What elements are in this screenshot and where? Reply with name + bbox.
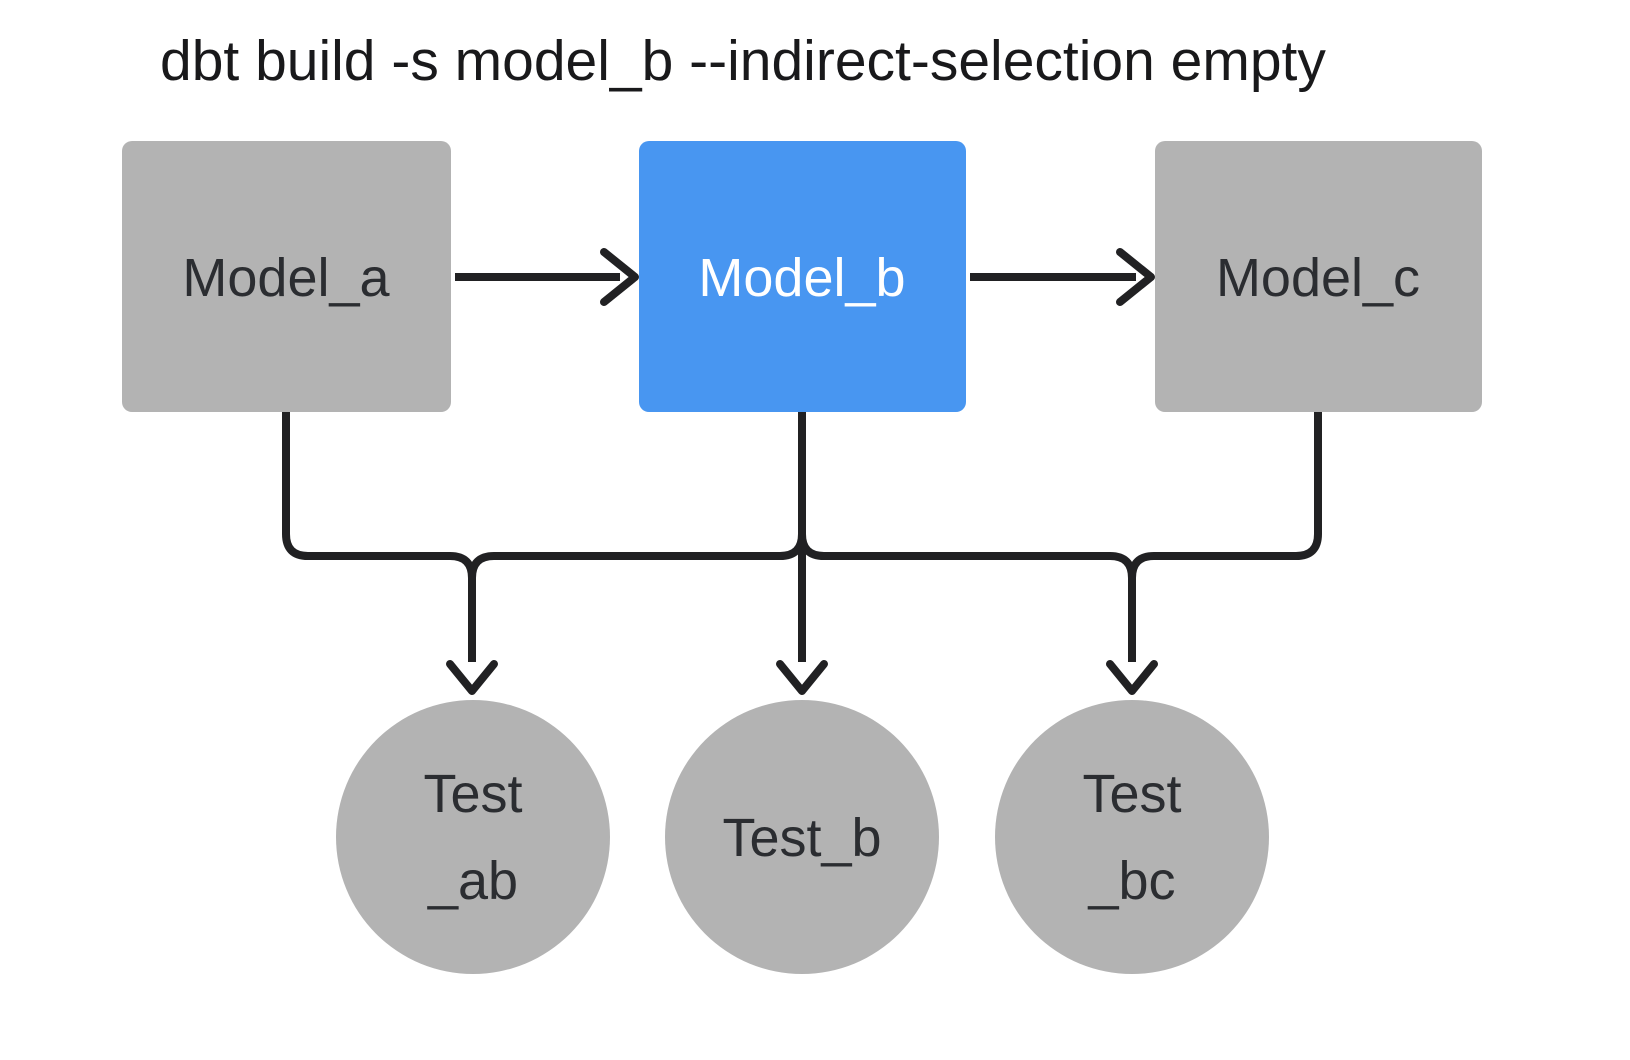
arrowhead-right-icon (1116, 248, 1155, 306)
command-title: dbt build -s model_b --indirect-selectio… (160, 29, 1326, 93)
node-model-b-selected: Model_b (639, 141, 966, 412)
test-ab-circle (336, 700, 610, 974)
test-ab-label-line1: Test (423, 764, 522, 824)
node-test-bc: Test _bc (995, 700, 1269, 974)
edge-model-b-to-model-c (970, 248, 1155, 306)
node-model-c: Model_c (1155, 141, 1482, 412)
node-model-a: Model_a (122, 141, 451, 412)
test-ab-label-line2: _ab (427, 851, 518, 911)
test-bc-label-line2: _bc (1087, 851, 1175, 911)
model-b-box (639, 141, 966, 412)
test-bc-label-line1: Test (1082, 764, 1181, 824)
node-test-ab: Test _ab (336, 700, 610, 974)
edge-model-a-to-test-ab (282, 412, 498, 695)
arrowhead-down-icon (776, 660, 828, 695)
model-b-label: Model_b (698, 248, 905, 308)
arrowhead-down-icon (446, 660, 498, 695)
edge-model-b-to-test-bc (798, 533, 1158, 695)
edge-shaft (798, 533, 1136, 662)
edge-model-b-to-test-ab (468, 533, 806, 579)
model-a-box (122, 141, 451, 412)
arrowhead-down-icon (1106, 660, 1158, 695)
model-c-box (1155, 141, 1482, 412)
arrowhead-right-icon (600, 248, 639, 306)
node-test-b: Test_b (665, 700, 939, 974)
edge-model-a-to-model-b (455, 248, 639, 306)
test-b-circle (665, 700, 939, 974)
model-c-label: Model_c (1216, 248, 1420, 308)
test-b-label: Test_b (722, 808, 881, 868)
edge-model-c-to-test-bc (1128, 412, 1322, 579)
test-bc-circle (995, 700, 1269, 974)
edge-shaft (282, 412, 476, 662)
model-a-label: Model_a (182, 248, 390, 308)
